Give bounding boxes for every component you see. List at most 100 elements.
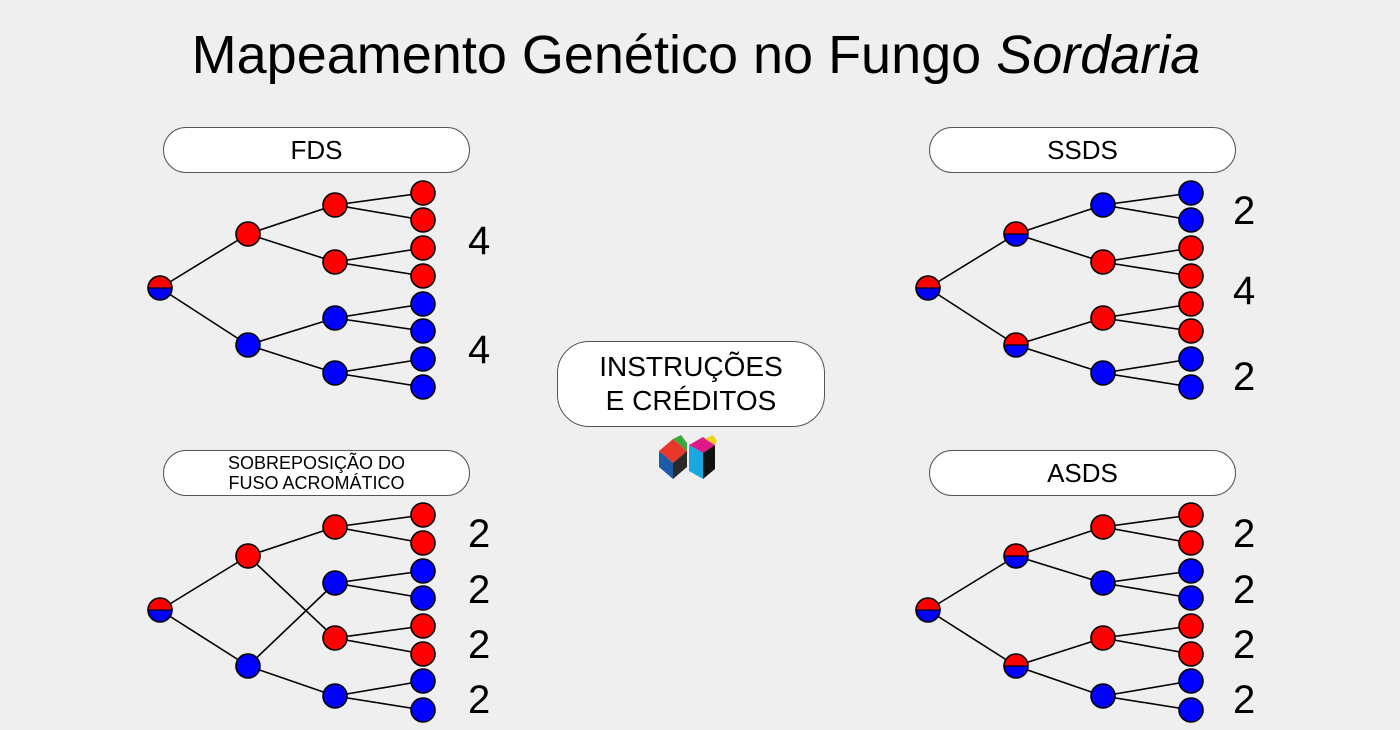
tree-edge [1015,526,1104,557]
tree-edge [247,317,336,346]
tree-edge [334,695,424,711]
fds-ascospore-node [410,374,436,400]
asds-ascospore-node [1178,697,1204,723]
tree-edge [1102,317,1192,332]
sobreposicao-meiosis2-node [322,514,348,540]
tree-edge [927,609,1017,667]
ssds-parent-node [915,275,941,301]
sobreposicao-meiosis2-node [322,625,348,651]
fds-ascospore-node [410,318,436,344]
ssds-ascospore-node [1178,235,1204,261]
tree-edge [247,582,336,667]
sobreposicao-meiosis1-node [235,543,261,569]
asds-ascospore-node [1178,502,1204,528]
sobreposicao-button[interactable]: SOBREPOSIÇÃO DO FUSO ACROMÁTICO [163,450,470,496]
page-title-italic: Sordaria [996,25,1201,85]
tree-edge [247,204,336,235]
fds-ascospore-node [410,235,436,261]
fds-ascospore-node [410,207,436,233]
tree-edge [334,514,424,528]
sobreposicao-button-line-1: SOBREPOSIÇÃO DO [227,453,406,473]
fds-button[interactable]: FDS [163,127,470,173]
tree-edge [1102,204,1192,221]
tree-edge [334,358,424,374]
tree-edge [927,555,1017,611]
asds-meiosis1-node [1003,543,1029,569]
tree-edge [1015,555,1104,584]
page-title: Mapeamento Genético no Fungo Sordaria [0,20,1392,90]
fds-parent-node [147,275,173,301]
tree-edge [159,233,249,289]
sobreposicao-count-label: 2 [468,512,490,556]
tree-edge [334,637,424,655]
ssds-ascospore-node [1178,180,1204,206]
tree-edge [247,344,336,374]
asds-meiosis2-node [1090,683,1116,709]
ssds-count-label: 2 [1233,355,1255,399]
sobreposicao-count-label: 2 [468,568,490,612]
tree-edge [1015,204,1104,235]
ssds-meiosis1-node [1003,332,1029,358]
fds-meiosis2-node [322,305,348,331]
tree-edge [334,372,424,388]
tree-edge [334,247,424,263]
instrucoes-button-line-2: E CRÉDITOS [605,385,777,416]
tree-edge [159,287,249,346]
tree-edge [334,317,424,332]
sobreposicao-meiosis1-node [235,653,261,679]
fds-meiosis1-node [235,221,261,247]
page-title-main: Mapeamento Genético no Fungo [191,25,982,85]
asds-ascospore-node [1178,530,1204,556]
tree-edge [1102,247,1192,263]
tree-edge [1102,625,1192,639]
ssds-ascospore-node [1178,291,1204,317]
tree-edge [1015,665,1104,697]
tree-edge [1102,192,1192,206]
fds-button-label: FDS [290,134,343,165]
ssds-ascospore-node [1178,207,1204,233]
tree-edge [1102,695,1192,711]
tree-edge [1102,680,1192,697]
asds-button-label: ASDS [1047,457,1118,488]
sobreposicao-ascospore-node [410,585,436,611]
asds-meiosis2-node [1090,625,1116,651]
tree-edge [1015,344,1104,374]
ssds-count-label: 4 [1233,269,1255,313]
instrucoes-button-line-1: INSTRUÇÕES [599,351,783,382]
tree-edge [1102,261,1192,277]
ssds-meiosis2-node [1090,192,1116,218]
asds-count-label: 2 [1233,568,1255,612]
fds-ascospore-node [410,180,436,206]
tree-edge [247,665,336,697]
tree-edge [927,287,1017,346]
sobreposicao-ascospore-node [410,530,436,556]
ssds-meiosis2-node [1090,360,1116,386]
ssds-button-label: SSDS [1047,134,1118,165]
sobreposicao-button-line-2: FUSO ACROMÁTICO [228,473,405,493]
asds-ascospore-node [1178,558,1204,584]
tree-edge [334,204,424,221]
instrucoes-creditos-button[interactable]: INSTRUÇÕES E CRÉDITOS [557,341,825,427]
ssds-ascospore-node [1178,318,1204,344]
fds-ascospore-node [410,346,436,372]
asds-ascospore-node [1178,613,1204,639]
tree-edge [159,609,249,667]
ssds-ascospore-node [1178,263,1204,289]
ssds-button[interactable]: SSDS [929,127,1236,173]
ssds-count-label: 2 [1233,189,1255,233]
sobreposicao-ascospore-node [410,668,436,694]
sobreposicao-parent-node [147,597,173,623]
asds-button[interactable]: ASDS [929,450,1236,496]
tree-edge [1102,358,1192,374]
asds-meiosis1-node [1003,653,1029,679]
fds-ascospore-node [410,291,436,317]
tree-edge [1015,637,1104,667]
tree-edge [1102,582,1192,599]
sobreposicao-count-label: 2 [468,623,490,667]
sobreposicao-meiosis2-node [322,683,348,709]
ssds-meiosis2-node [1090,249,1116,275]
tree-edge [247,233,336,263]
tree-edge [247,555,336,639]
sobreposicao-ascospore-node [410,613,436,639]
